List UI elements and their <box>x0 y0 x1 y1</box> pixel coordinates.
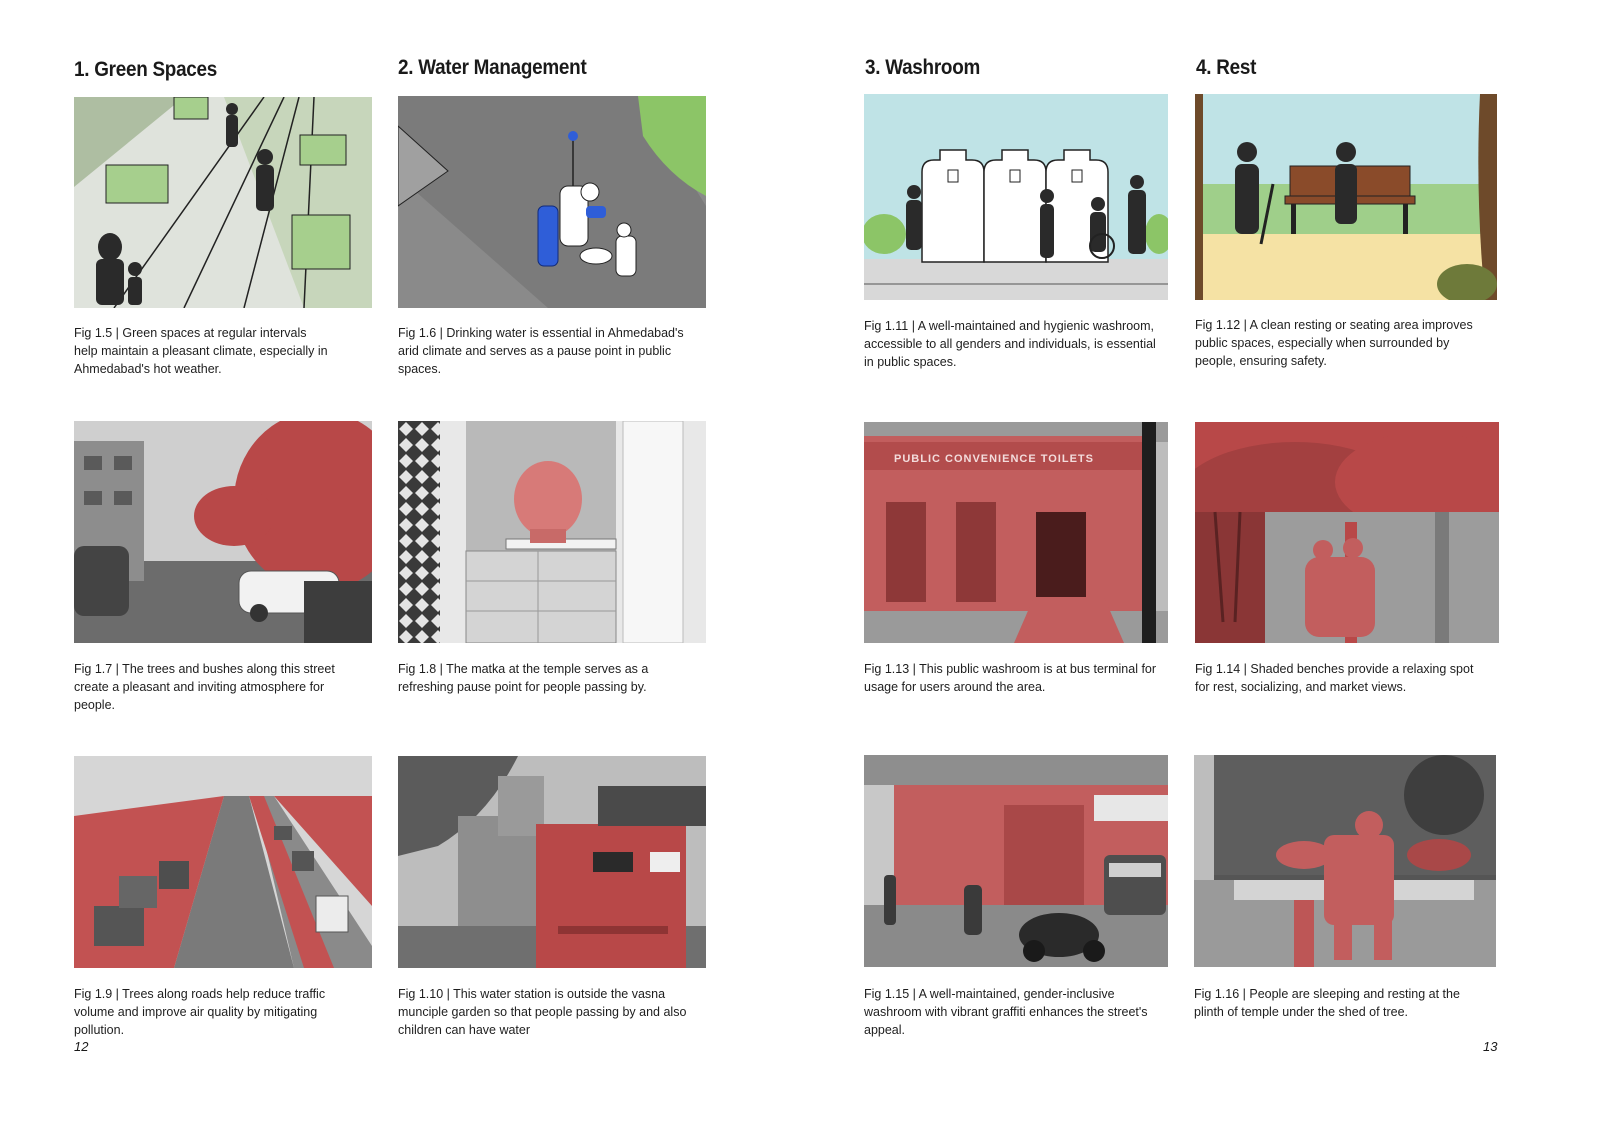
washroom-sign-text: PUBLIC CONVENIENCE TOILETS <box>894 453 1094 465</box>
figure-1-16-resting-plinth-photo <box>1194 755 1496 967</box>
caption-fig-1-10: Fig 1.10 | This water station is outside… <box>398 987 687 1037</box>
caption-fig-1-15: Fig 1.15 | A well-maintained, gender-inc… <box>864 987 1148 1037</box>
caption-fig-1-13: Fig 1.13 | This public washroom is at bu… <box>864 662 1157 694</box>
figure-1-7-tree-lined-street-photo <box>74 421 372 643</box>
caption-fig-1-11: Fig 1.11 | A well-maintained and hygieni… <box>864 319 1156 369</box>
caption-fig-1-8: Fig 1.8 | The matka at the temple serves… <box>398 662 649 694</box>
figure-1-9-highway-trees-photo <box>74 756 372 968</box>
figure-1-5-green-spaces-illustration <box>74 97 372 308</box>
figure-1-12-rest-illustration <box>1195 94 1497 300</box>
figure-1-13-public-washroom-photo: PUBLIC CONVENIENCE TOILETS <box>864 422 1168 643</box>
caption-fig-1-12: Fig 1.12 | A clean resting or seating ar… <box>1195 318 1473 368</box>
heading-water-management: 2. Water Management <box>398 56 587 79</box>
figure-1-14-shaded-benches-photo <box>1195 422 1499 643</box>
figure-1-10-water-station-photo <box>398 756 706 968</box>
figure-1-15-graffiti-washroom-photo <box>864 755 1168 967</box>
caption-fig-1-9: Fig 1.9 | Trees along roads help reduce … <box>74 987 326 1037</box>
page-12: 1. Green Spaces 2. Water Management <box>74 56 706 1054</box>
figure-1-11-washroom-illustration <box>864 94 1168 300</box>
caption-fig-1-5: Fig 1.5 | Green spaces at regular interv… <box>74 326 328 376</box>
heading-green-spaces: 1. Green Spaces <box>74 58 218 81</box>
heading-washroom: 3. Washroom <box>865 56 981 79</box>
page-number-left: 12 <box>74 1039 89 1054</box>
figure-1-6-drinking-water-illustration <box>398 96 706 308</box>
page-13: 3. Washroom 4. Rest <box>800 0 1600 1131</box>
caption-fig-1-16: Fig 1.16 | People are sleeping and resti… <box>1194 987 1460 1019</box>
figure-1-8-matka-photo <box>398 421 706 643</box>
caption-fig-1-7: Fig 1.7 | The trees and bushes along thi… <box>74 662 335 712</box>
caption-fig-1-6: Fig 1.6 | Drinking water is essential in… <box>398 326 684 376</box>
caption-fig-1-14: Fig 1.14 | Shaded benches provide a rela… <box>1195 662 1474 694</box>
page-number-right: 13 <box>1483 1039 1498 1054</box>
heading-rest: 4. Rest <box>1196 56 1257 79</box>
